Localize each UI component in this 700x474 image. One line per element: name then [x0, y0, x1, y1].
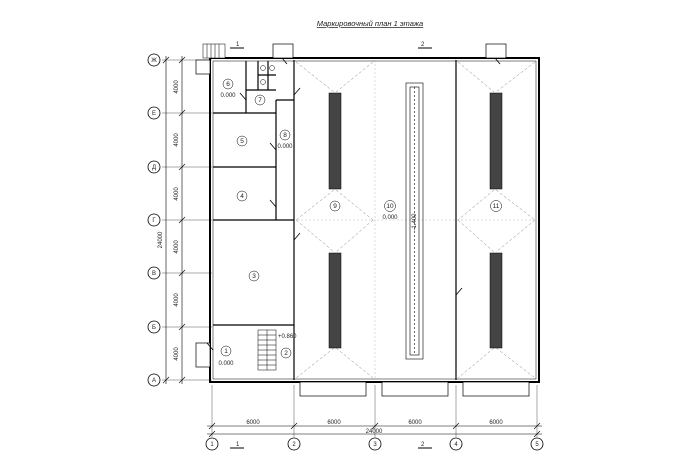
- svg-text:2: 2: [421, 42, 425, 48]
- room-11: 11: [490, 200, 502, 212]
- dim-left-2: 4000: [174, 133, 180, 147]
- axis-bubble-a: А: [147, 373, 161, 387]
- dim-left-total: 24000: [158, 231, 164, 248]
- axis-bubble-e: Е: [147, 106, 161, 120]
- left-block-walls: [213, 60, 295, 380]
- axis-bubble-2: 2: [287, 437, 301, 451]
- svg-text:8: 8: [283, 132, 287, 139]
- porch-stair-top: [202, 43, 226, 59]
- room-2: 2: [280, 347, 292, 359]
- room-7: 7: [254, 94, 266, 106]
- room-10: 10 0.000: [382, 200, 398, 221]
- svg-text:2: 2: [292, 442, 296, 448]
- svg-text:5: 5: [535, 442, 539, 448]
- svg-text:0.000: 0.000: [220, 93, 236, 99]
- section-mark-bottom-2: 2: [418, 442, 432, 449]
- axis-bubble-b: Б: [147, 320, 161, 334]
- column-axis-lines: [211, 385, 538, 437]
- svg-text:Ж: Ж: [151, 58, 157, 64]
- svg-text:2: 2: [284, 350, 288, 357]
- svg-text:В: В: [152, 271, 156, 277]
- axis-bubble-4: 4: [449, 437, 463, 451]
- svg-text:7: 7: [258, 97, 262, 104]
- drawing-title: Маркировочный план 1 этажа: [317, 19, 423, 28]
- room-8: 8 0.000: [277, 129, 293, 150]
- level-mark-stair: +0.860: [278, 334, 297, 340]
- level-mark-pit: -1.400: [412, 213, 418, 231]
- toilet-fixtures: [260, 65, 275, 85]
- door-marks: [206, 57, 501, 351]
- axis-bubble-zh: Ж: [147, 53, 161, 67]
- entrance-canopies: [195, 43, 530, 397]
- inspection-pit: [405, 82, 424, 360]
- svg-text:4: 4: [240, 193, 244, 200]
- svg-text:1: 1: [236, 42, 240, 48]
- skylight-strips: [328, 92, 503, 349]
- dim-bottom-4: 6000: [489, 420, 503, 426]
- svg-text:Е: Е: [152, 111, 156, 117]
- stair-room-2: [257, 329, 277, 371]
- svg-text:4: 4: [454, 442, 458, 448]
- hall-9-roof-lines: [295, 61, 374, 379]
- hall-11-roof-lines: [457, 61, 536, 379]
- bottom-dimension-chain: [207, 422, 542, 438]
- dim-left-5: 4000: [174, 293, 180, 307]
- svg-text:6: 6: [226, 81, 230, 88]
- axis-bubble-3: 3: [368, 437, 382, 451]
- svg-text:0.000: 0.000: [382, 215, 398, 221]
- svg-text:3: 3: [373, 442, 377, 448]
- svg-text:3: 3: [252, 273, 256, 280]
- left-dimension-chain: [162, 56, 186, 384]
- row-axis-lines: [162, 59, 212, 381]
- axis-bubble-v: В: [147, 266, 161, 280]
- svg-text:2: 2: [421, 442, 425, 448]
- svg-text:0.000: 0.000: [218, 361, 234, 367]
- dim-left-6: 4000: [174, 347, 180, 361]
- axis-bubble-1: 1: [205, 437, 219, 451]
- axis-bubble-5: 5: [530, 437, 544, 451]
- svg-text:Б: Б: [152, 325, 156, 331]
- room-3: 3: [248, 270, 260, 282]
- dim-left-4: 4000: [174, 240, 180, 254]
- section-mark-top-1: 1: [230, 42, 244, 49]
- dim-bottom-3: 6000: [408, 420, 422, 426]
- axis-bubble-d: Д: [147, 160, 161, 174]
- section-mark-bottom-1: 1: [230, 442, 244, 449]
- svg-text:10: 10: [386, 203, 394, 210]
- dim-bottom-2: 6000: [327, 420, 341, 426]
- axis-bubble-g: Г: [147, 213, 161, 227]
- svg-text:А: А: [152, 378, 156, 384]
- svg-text:1: 1: [224, 348, 228, 355]
- room-6: 6 0.000: [220, 78, 236, 99]
- svg-text:1: 1: [236, 442, 240, 448]
- svg-text:5: 5: [240, 138, 244, 145]
- room-1: 1 0.000: [218, 345, 234, 367]
- dim-bottom-total: 24000: [366, 429, 383, 435]
- dim-bottom-1: 6000: [246, 420, 260, 426]
- room-5: 5: [236, 135, 248, 147]
- svg-text:Д: Д: [152, 165, 156, 171]
- dim-left-1: 4000: [174, 80, 180, 94]
- svg-text:11: 11: [493, 203, 500, 210]
- svg-text:9: 9: [333, 203, 337, 210]
- svg-text:Г: Г: [152, 218, 156, 224]
- room-9: 9: [329, 200, 341, 212]
- svg-text:0.000: 0.000: [277, 144, 293, 150]
- section-mark-top-2: 2: [418, 42, 432, 49]
- dim-left-3: 4000: [174, 187, 180, 201]
- svg-text:1: 1: [210, 442, 214, 448]
- room-4: 4: [236, 190, 248, 202]
